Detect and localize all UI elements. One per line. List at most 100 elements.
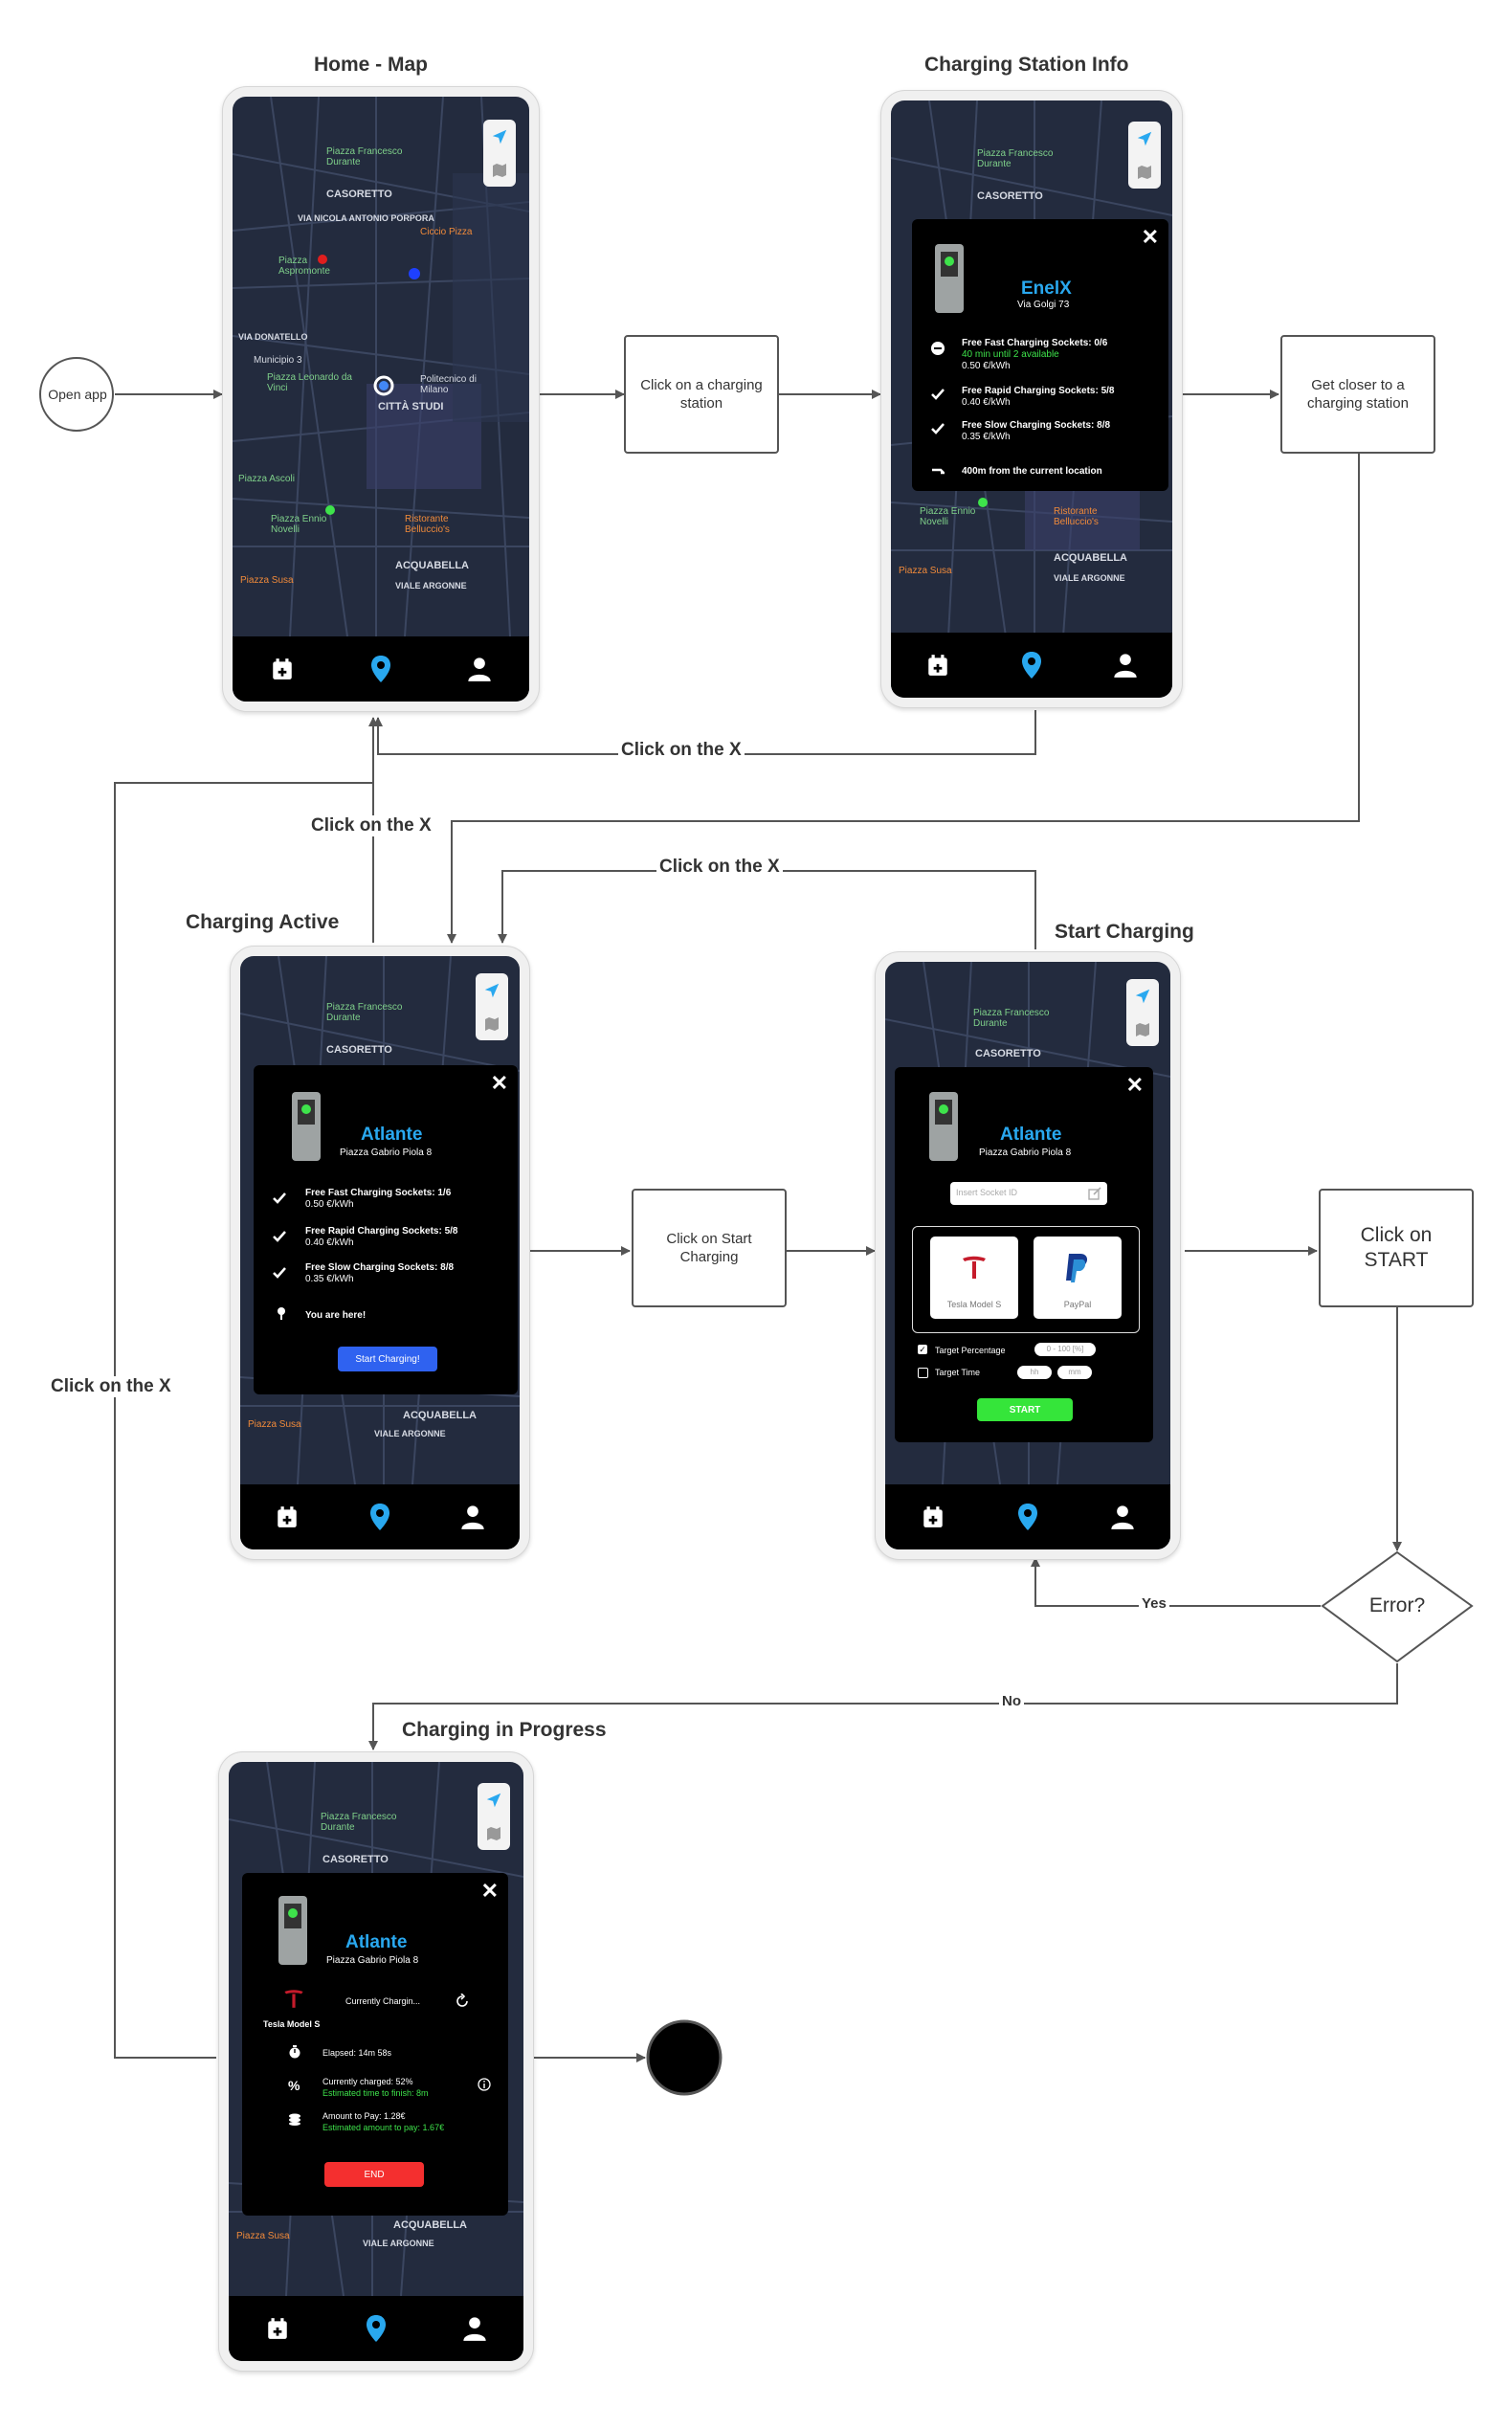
calendar-add-icon (268, 2318, 288, 2339)
map-screen: Piazza Francesco Durante CASORETTO ACQUA… (229, 1762, 523, 2361)
map-label-ristorante: Ristorante Belluccio's (405, 514, 450, 535)
rapid-sockets-row: Free Rapid Charging Sockets: 5/8 0.40 €/… (305, 1226, 458, 1249)
slow-sockets: Free Slow Charging Sockets: 8/8 (962, 420, 1111, 431)
locate-button[interactable] (1126, 979, 1159, 1046)
minutes-input[interactable]: mm (1057, 1366, 1092, 1379)
locate-button[interactable] (483, 120, 516, 187)
close-icon[interactable]: ✕ (1125, 1073, 1144, 1097)
start-charging-button[interactable]: Start Charging! (338, 1347, 437, 1371)
payment-name: PayPal (1063, 1300, 1092, 1309)
nav-map[interactable] (1015, 649, 1048, 681)
car-name: Tesla Model S (946, 1300, 1002, 1309)
calendar-add-icon (277, 1506, 297, 1527)
payment-card[interactable]: PayPal (1034, 1237, 1122, 1319)
bottom-nav (885, 1484, 1170, 1549)
nav-map[interactable] (364, 1501, 396, 1533)
end-button[interactable]: END (324, 2162, 424, 2187)
nav-calendar-add[interactable] (271, 1501, 303, 1533)
locate-button[interactable] (478, 1783, 510, 1850)
bottom-nav (229, 2296, 523, 2361)
phone-progress: Piazza Francesco Durante CASORETTO ACQUA… (218, 1751, 534, 2372)
edit-icon (1088, 1187, 1101, 1200)
phone-active: Piazza Francesco Durante CASORETTO ACQUA… (230, 946, 530, 1560)
close-icon[interactable]: ✕ (1141, 225, 1159, 249)
close-icon[interactable]: ✕ (480, 1879, 499, 1903)
map-label-casoretto: CASORETTO (975, 1048, 1041, 1059)
close-icon[interactable]: ✕ (490, 1071, 508, 1095)
map-label-acquabella: ACQUABELLA (1054, 552, 1127, 564)
edge-label-x4: Click on the X (48, 1376, 174, 1397)
navigation-arrow-icon (1137, 131, 1152, 146)
amount-row: Amount to Pay: 1.28€ Estimated amount to… (322, 2110, 444, 2133)
map-screen: Piazza Francesco Durante CASORETTO ACQUA… (240, 956, 520, 1549)
car-name: Tesla Model S (263, 2019, 321, 2029)
hours-input[interactable]: hh (1017, 1366, 1052, 1379)
nav-map[interactable] (360, 2312, 392, 2345)
title-progress: Charging in Progress (402, 1719, 607, 1741)
edge-error-yes (1031, 1557, 1321, 1607)
percentage-input[interactable]: 0 - 100 [%] (1034, 1343, 1096, 1356)
tesla-logo-icon (284, 1990, 303, 2008)
navigation-arrow-icon (492, 129, 507, 145)
map-icon (485, 1017, 499, 1031)
nav-map[interactable] (365, 653, 397, 685)
map-label-casoretto: CASORETTO (326, 189, 392, 200)
tesla-logo-icon (963, 1256, 986, 1279)
refresh-icon[interactable] (455, 1994, 470, 2009)
car-card[interactable]: Tesla Model S (930, 1237, 1018, 1319)
nav-calendar-add[interactable] (917, 1501, 949, 1533)
locate-button[interactable] (1128, 122, 1161, 189)
map-label-ristorante: Ristorante Belluccio's (1054, 506, 1099, 527)
map-label-acquabella: ACQUABELLA (393, 2219, 467, 2231)
stopwatch-icon (289, 2045, 300, 2059)
socket-id-input[interactable]: Insert Socket ID (950, 1182, 1107, 1205)
map-icon (487, 1827, 500, 1840)
edge-progress-x-home (114, 782, 373, 2059)
map-screen: Piazza Francesco Durante CASORETTO Piazz… (891, 100, 1172, 698)
map-label-viale-argonne: VIALE ARGONNE (374, 1429, 446, 1438)
map-label-via-nicola: VIA NICOLA ANTONIO PORPORA (298, 213, 434, 223)
map-label-via-donatello: VIA DONATELLO (238, 332, 308, 342)
start-node-circle (39, 357, 114, 432)
start-charging-popup: ✕ Atlante Piazza Gabrio Piola 8 Insert S… (895, 1067, 1153, 1442)
bottom-nav (233, 636, 529, 702)
rapid-price: 0.40 €/kWh (305, 1237, 354, 1248)
charging-station-icon (292, 1092, 321, 1161)
target-time-label: Target Time (935, 1368, 981, 1377)
info-icon[interactable] (478, 2078, 491, 2091)
nav-calendar-add[interactable] (266, 653, 299, 685)
map-label-piazza: Piazza Francesco (321, 1812, 397, 1822)
map-label-ciccio: Ciccio Pizza (420, 227, 473, 237)
locate-button[interactable] (476, 973, 508, 1040)
slow-sockets-row: Free Slow Charging Sockets: 8/8 0.35 €/k… (962, 420, 1110, 443)
map-label-citta-studi: CITTÀ STUDI (378, 401, 444, 412)
nav-profile[interactable] (1106, 1501, 1139, 1533)
rapid-sockets: Free Rapid Charging Sockets: 5/8 (962, 386, 1115, 396)
map-label-susa: Piazza Susa (899, 566, 952, 576)
nav-profile[interactable] (456, 1501, 489, 1533)
map-label-piazza: Piazza Francesco (326, 1002, 403, 1013)
target-percentage-label: Target Percentage (935, 1346, 1006, 1355)
selection-panel: Tesla Model S PayPal (912, 1226, 1140, 1333)
check-icon (273, 1267, 286, 1279)
user-icon (462, 2317, 486, 2341)
fast-sockets-row: Free Fast Charging Sockets: 1/6 0.50 €/k… (305, 1188, 451, 1211)
title-start: Start Charging (1055, 921, 1194, 943)
nav-map[interactable] (1012, 1501, 1044, 1533)
edge-label-yes: Yes (1139, 1595, 1169, 1612)
nav-calendar-add[interactable] (261, 2312, 294, 2345)
nav-profile[interactable] (1109, 649, 1142, 681)
map-label-viale-argonne: VIALE ARGONNE (363, 2239, 434, 2248)
target-percentage-checkbox[interactable]: ✓ (918, 1345, 927, 1354)
percent-icon: % (288, 2078, 300, 2093)
nav-profile[interactable] (463, 653, 496, 685)
start-button[interactable]: START (977, 1398, 1073, 1421)
map-label-casoretto: CASORETTO (977, 190, 1043, 202)
station-name: Atlante (1000, 1125, 1062, 1145)
slow-sockets-row: Free Slow Charging Sockets: 8/8 0.35 €/k… (305, 1262, 454, 1285)
nav-calendar-add[interactable] (922, 649, 954, 681)
target-time-checkbox[interactable] (918, 1368, 928, 1378)
map-screen: Piazza Francesco Durante CASORETTO ✕ Atl… (885, 962, 1170, 1549)
nav-profile[interactable] (458, 2312, 491, 2345)
